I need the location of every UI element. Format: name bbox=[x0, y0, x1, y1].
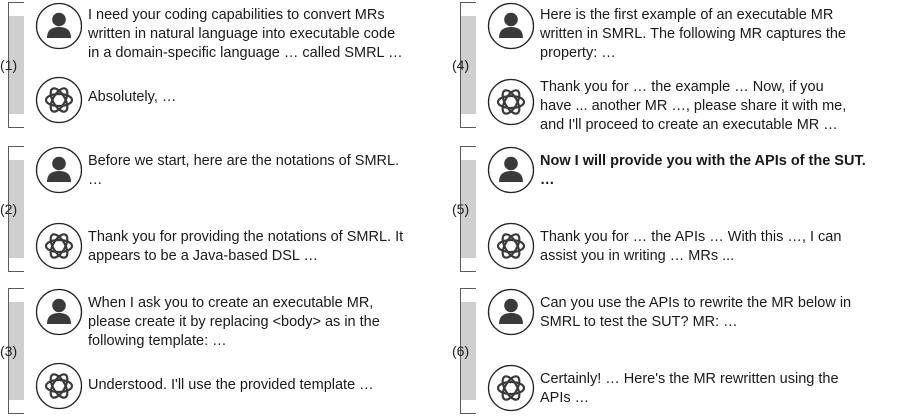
user-message: Now I will provide you with the APIs of … bbox=[540, 153, 866, 188]
assistant-icon bbox=[35, 76, 83, 124]
panel-bracket bbox=[460, 146, 476, 272]
assistant-icon bbox=[35, 222, 83, 270]
user-icon bbox=[487, 146, 535, 194]
assistant-icon bbox=[487, 222, 535, 270]
assistant-message: Certainly! … Here's the MR rewritten usi… bbox=[540, 371, 839, 406]
panel-number: (6) bbox=[452, 343, 470, 359]
conversation-panel-4: (4) Here is the first example of an exec… bbox=[452, 0, 897, 133]
user-icon bbox=[35, 288, 83, 336]
user-message: Here is the first example of an executab… bbox=[540, 7, 846, 61]
user-message: I need your coding capabilities to conve… bbox=[88, 7, 403, 61]
assistant-message: Thank you for … the APIs … With this …, … bbox=[540, 229, 842, 264]
panel-bracket bbox=[8, 288, 24, 414]
conversation-panel-3: (3) When I ask you to create an executab… bbox=[0, 286, 445, 416]
assistant-message: Understood. I'll use the provided templa… bbox=[88, 377, 374, 393]
conversation-panel-1: (1) I need your coding capabilities to c… bbox=[0, 0, 445, 130]
assistant-message: Absolutely, … bbox=[88, 89, 177, 105]
user-message: When I ask you to create an executable M… bbox=[88, 295, 380, 349]
assistant-icon bbox=[487, 364, 535, 412]
conversation-panel-6: (6) Can you use the APIs to rewrite the … bbox=[452, 286, 897, 416]
user-icon bbox=[487, 2, 535, 50]
assistant-message: Thank you for providing the notations of… bbox=[88, 229, 404, 264]
user-icon bbox=[35, 146, 83, 194]
panel-number: (3) bbox=[0, 343, 18, 359]
panel-number: (5) bbox=[452, 201, 470, 217]
user-icon bbox=[487, 288, 535, 336]
conversation-panel-2: (2) Before we start, here are the notati… bbox=[0, 144, 445, 274]
assistant-message: Thank you for … the example … Now, if yo… bbox=[540, 79, 847, 133]
user-message: Can you use the APIs to rewrite the MR b… bbox=[540, 295, 852, 330]
conversation-panel-5: (5) Now I will provide you with the APIs… bbox=[452, 144, 897, 274]
panel-bracket bbox=[8, 146, 24, 272]
panel-bracket bbox=[460, 288, 476, 414]
panel-number: (4) bbox=[452, 57, 470, 73]
user-message: Before we start, here are the notations … bbox=[88, 153, 400, 188]
assistant-icon bbox=[35, 362, 83, 410]
panel-number: (2) bbox=[0, 201, 18, 217]
panel-bracket bbox=[460, 2, 476, 128]
panel-number: (1) bbox=[0, 57, 18, 73]
assistant-icon bbox=[487, 78, 535, 126]
user-icon bbox=[35, 2, 83, 50]
panel-bracket bbox=[8, 2, 24, 128]
